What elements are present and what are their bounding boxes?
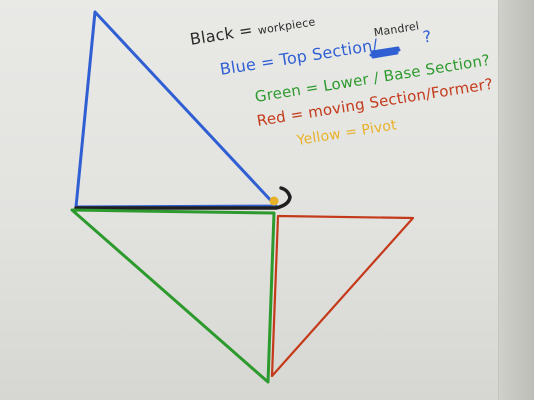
blue-crossed-out-scribble — [369, 46, 401, 59]
paper-edge-shadow — [498, 0, 534, 400]
red-moving-section-triangle — [270, 214, 415, 378]
yellow-pivot-dot — [269, 196, 279, 206]
blue-top-section-triangle — [74, 10, 278, 209]
green-lower-section-triangle — [70, 208, 276, 384]
workpiece-line — [74, 186, 292, 210]
